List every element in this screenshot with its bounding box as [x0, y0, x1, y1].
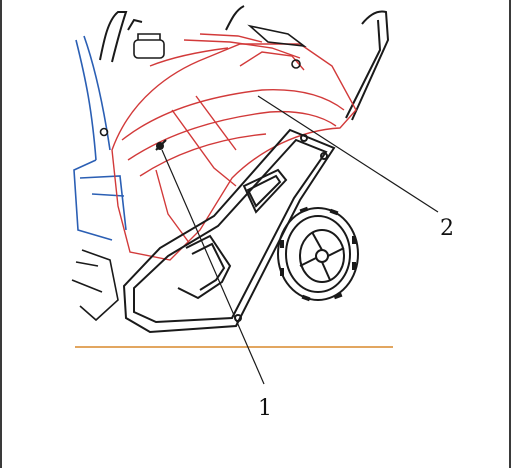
callout-label-1: 1: [258, 396, 272, 421]
wheel: [277, 207, 359, 301]
screw-marker: [155, 139, 167, 151]
auger-housing: [122, 128, 336, 334]
blue-body: [73, 35, 127, 241]
leader-line-1: [161, 149, 265, 385]
red-shroud: [111, 33, 357, 261]
wheel-tread: [280, 206, 356, 302]
handle-frame: [99, 5, 390, 121]
leader-line-2: [257, 95, 439, 213]
engine-details: [71, 24, 307, 322]
callout-label-2: 2: [440, 216, 454, 241]
